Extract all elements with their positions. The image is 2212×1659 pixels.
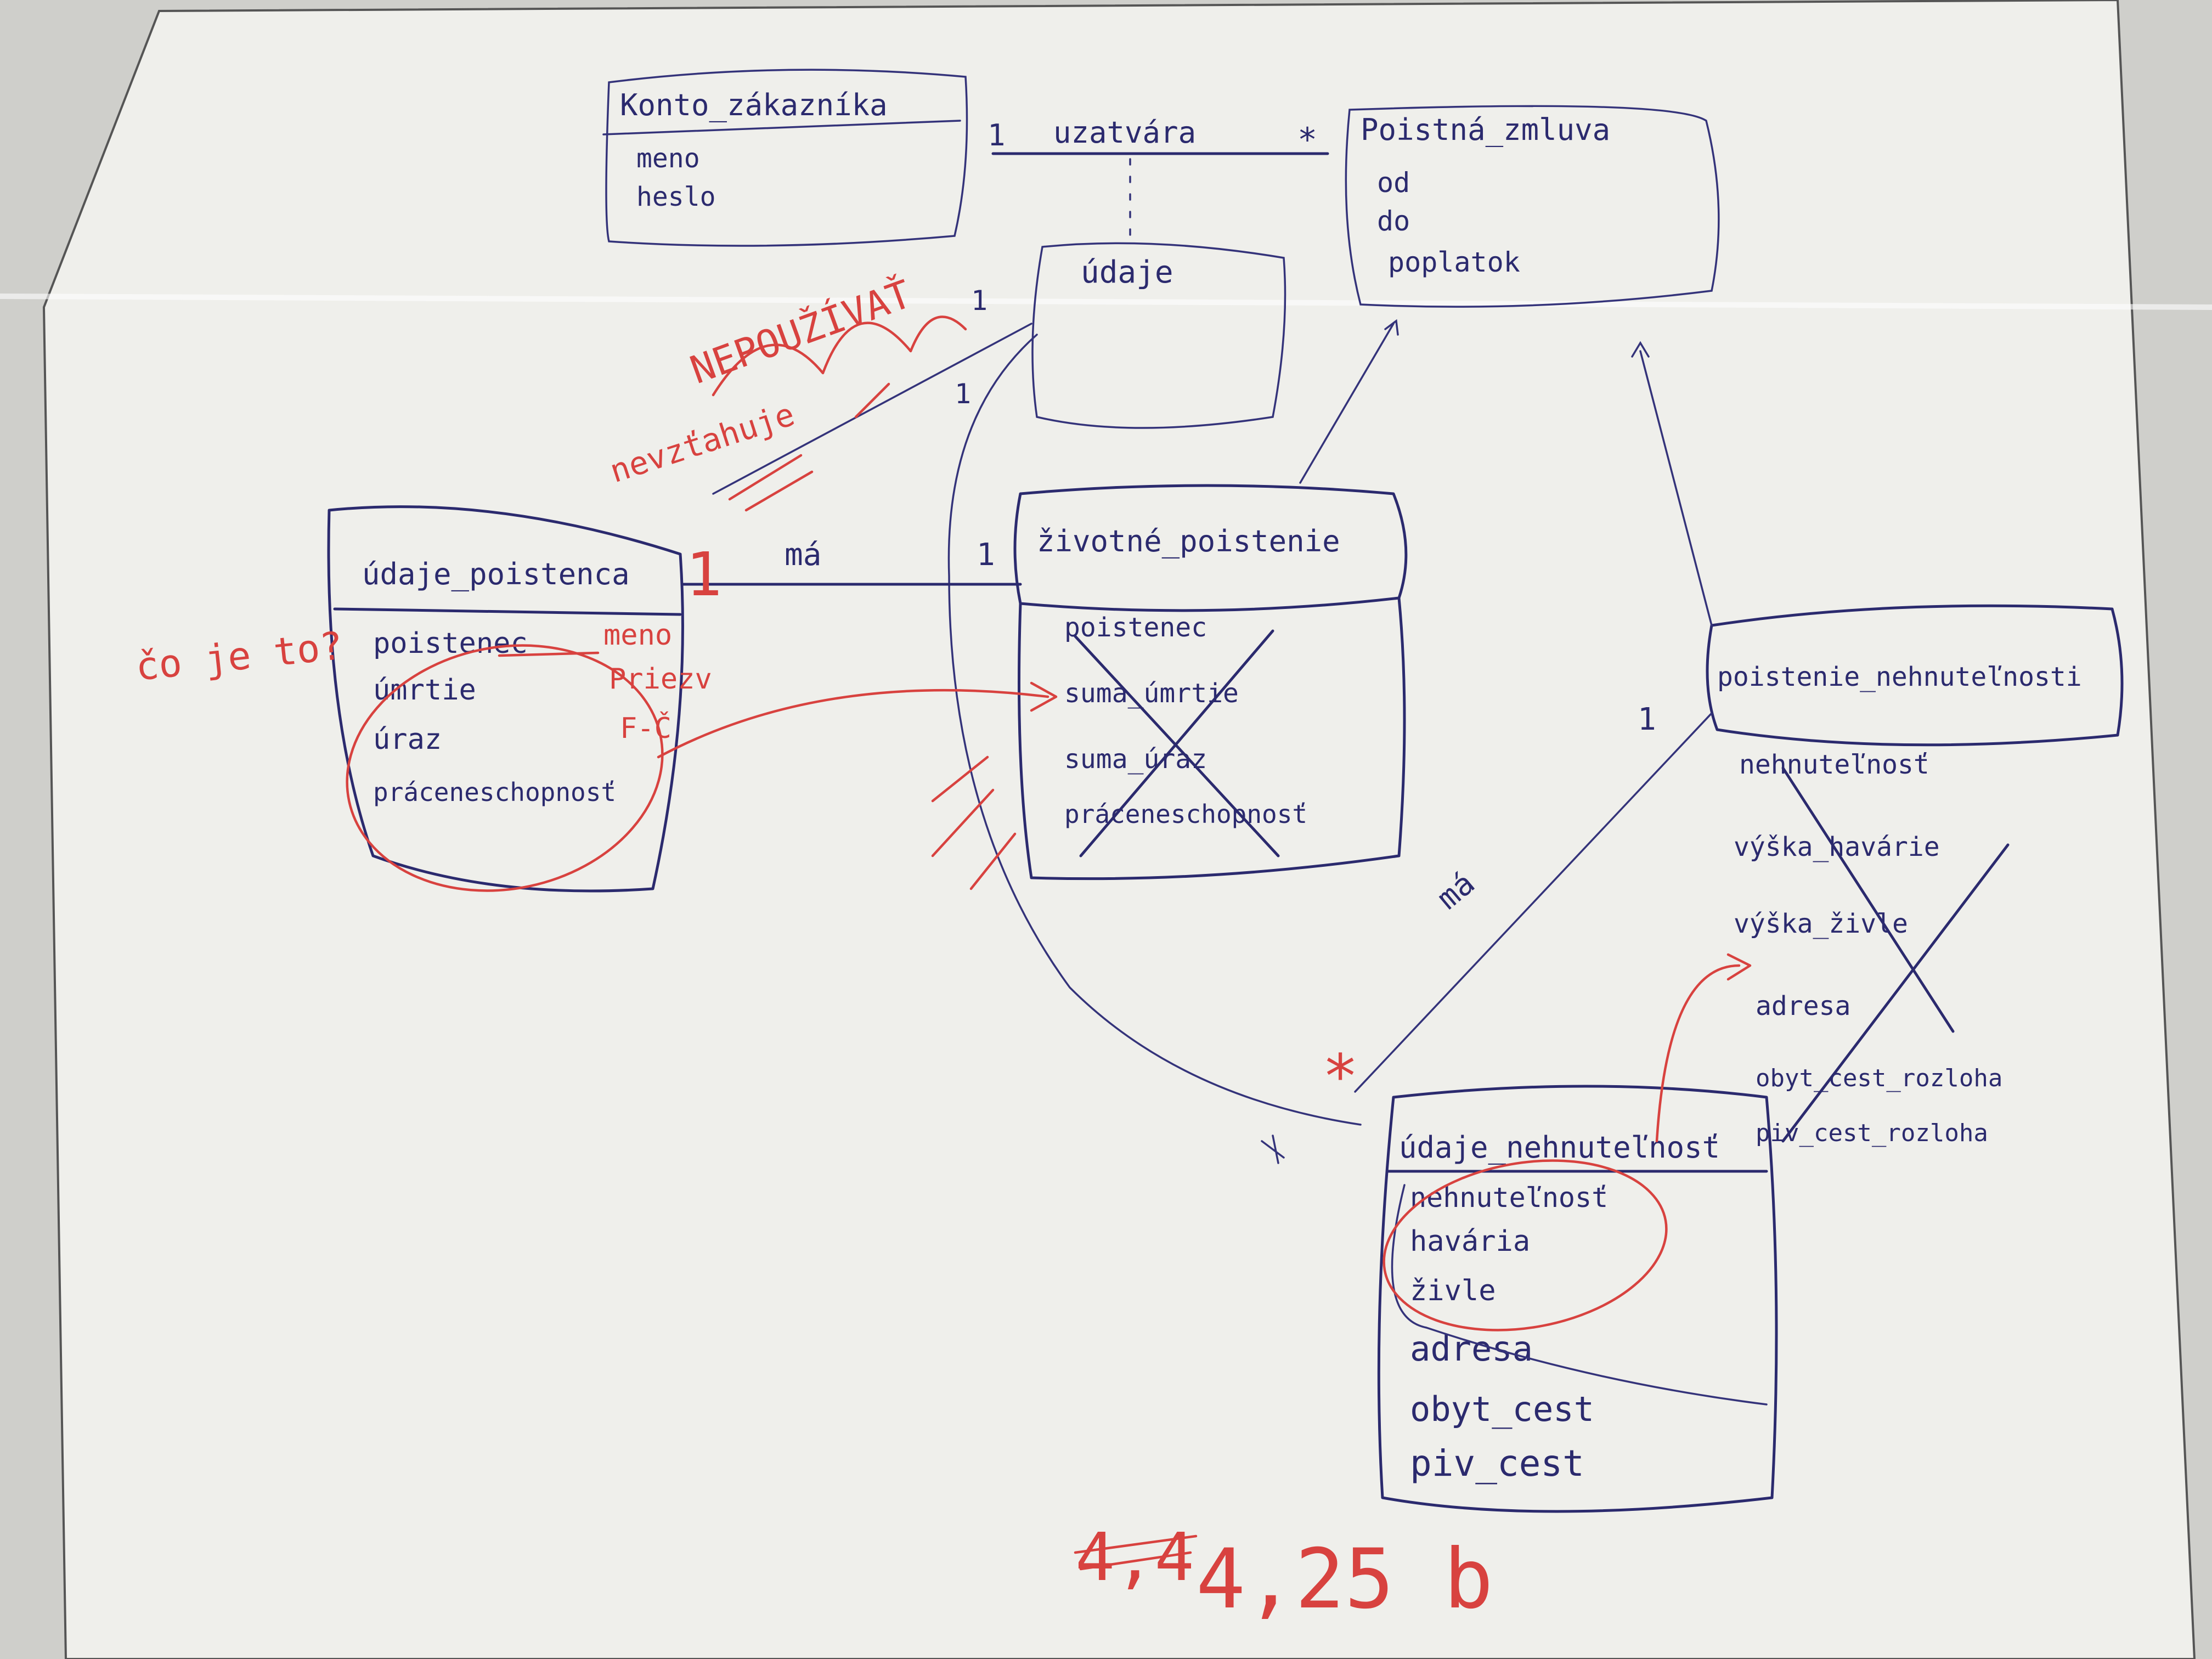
nehnutelnosti-attr-0: nehnuteľnosť — [1739, 749, 1929, 780]
udaje-relations: 1 1 — [712, 285, 1362, 1164]
annotation-arrow-to-nehnutelnosti — [1655, 964, 1741, 1143]
class-zmluva: Poistná_zmluva od do poplatok — [1345, 105, 1720, 308]
nehnutelnosti-attr-4: obyt_cest_rozloha — [1756, 1064, 2002, 1092]
uzatvara-mult-left: 1 — [988, 118, 1006, 153]
class-udaje-nehnutelnost: údaje_nehnuteľnosť nehnuteľnosť havária … — [1377, 1085, 1778, 1513]
konto-attr-heslo: heslo — [636, 182, 716, 212]
ma-poistenca-label: má — [785, 537, 821, 573]
udaje-title: údaje — [1081, 255, 1173, 290]
class-udaje: údaje — [1031, 242, 1286, 429]
udaje-poistenca-title: údaje_poistenca — [362, 557, 630, 591]
zivotne-attr-1: suma_úmrtie — [1064, 678, 1239, 709]
paper-sheet — [42, 0, 2196, 1659]
zivotne-attr-0: poistenec — [1064, 612, 1207, 643]
udaje-poistenca-attr-1: úmrtie — [373, 674, 476, 707]
class-zivotne: životné_poistenie poistenec suma_úmrtie … — [1013, 319, 1408, 881]
annotation-grade-crossed: 4,4 — [1075, 1520, 1194, 1596]
zivotne-attr-2: suma_úraz — [1064, 744, 1207, 775]
zmluva-attr-poplatok: poplatok — [1388, 246, 1520, 278]
ma-nehnutelnost-mult-right: * — [1322, 1041, 1358, 1111]
nehnutelnosti-attr-3: adresa — [1756, 991, 1850, 1022]
zivotne-attr-3: práceneschopnosť — [1064, 799, 1307, 829]
udaje-poistenca-attr-3: práceneschopnosť — [373, 777, 616, 807]
zivotne-title: životné_poistenie — [1037, 524, 1340, 558]
class-konto: Konto_zákazníka meno heslo — [602, 69, 968, 247]
annotation-grade-strike — [1074, 1534, 1198, 1571]
udaje-nehnutelnost-attr-4: obyt_cest — [1410, 1389, 1594, 1429]
annotation-grade: 4,25 b — [1196, 1532, 1493, 1627]
udaje-nehnutelnost-attr-2: živle — [1410, 1274, 1496, 1307]
zmluva-attr-do: do — [1377, 205, 1410, 237]
udaje-nehnutelnost-title: údaje_nehnuteľnosť — [1399, 1130, 1720, 1165]
udaje-nehnutelnost-attr-3: adresa — [1410, 1329, 1533, 1369]
uzatvara-mult-right: * — [1297, 121, 1317, 159]
nehnutelnosti-attr-2: výška_živle — [1734, 909, 1908, 939]
konto-title: Konto_zákazníka — [620, 88, 888, 122]
annotation-poistenec-fc: F-Č — [620, 711, 672, 745]
class-nehnutelnosti: poistenie_nehnuteľnosti nehnuteľnosť výš… — [1631, 341, 2124, 1147]
udaje-mult-top: 1 — [971, 285, 988, 317]
cross-out-nehnutelnosti-2 — [1781, 843, 2010, 1143]
annotation-circle-nehnutelnost — [1383, 1159, 1668, 1331]
annotation-circle-poistenca — [346, 644, 664, 892]
udaje-mult-mid: 1 — [955, 378, 971, 410]
association-ma-poistenca: má 1 1 — [681, 537, 1022, 610]
nehnutelnosti-attr-5: piv_cest_rozloha — [1756, 1119, 1988, 1147]
annotation-scribble-ticks — [728, 382, 890, 512]
cross-out-zivotne-2 — [1079, 629, 1274, 857]
annotation-scribble-strike — [712, 315, 967, 397]
nehnutelnosti-title: poistenie_nehnuteľnosti — [1717, 662, 2082, 692]
annotation-arrow-to-zivotne — [657, 689, 1049, 759]
cross-out-nehnutelnosti-1 — [1781, 766, 1955, 1033]
ma-poistenca-mult-right: 1 — [977, 537, 995, 573]
paper-fold — [0, 294, 2212, 310]
association-uzatvara: uzatvára 1 * — [988, 115, 1329, 248]
zmluva-attr-od: od — [1377, 167, 1410, 199]
konto-attr-meno: meno — [636, 143, 700, 174]
zmluva-title: Poistná_zmluva — [1361, 112, 1610, 147]
annotation-hatch — [931, 755, 1017, 890]
nehnutelnosti-attr-1: výška_havárie — [1734, 832, 1940, 862]
annotation-poistenec-meno: meno — [603, 619, 672, 652]
udaje-poistenca-attr-2: úraz — [373, 723, 442, 756]
uzatvara-label: uzatvára — [1053, 115, 1196, 150]
udaje-nehnutelnost-attr-0: nehnuteľnosť — [1410, 1182, 1608, 1214]
cross-out-zivotne-1 — [1074, 635, 1280, 857]
udaje-nehnutelnost-attr-5: piv_cest — [1410, 1442, 1584, 1485]
udaje-nehnutelnost-attr-1: havária — [1410, 1225, 1530, 1258]
ma-nehnutelnost-mult-left: 1 — [1638, 702, 1656, 737]
annotation-poistenec-underline — [498, 651, 600, 657]
ma-poistenca-mult-left: 1 — [686, 539, 722, 610]
